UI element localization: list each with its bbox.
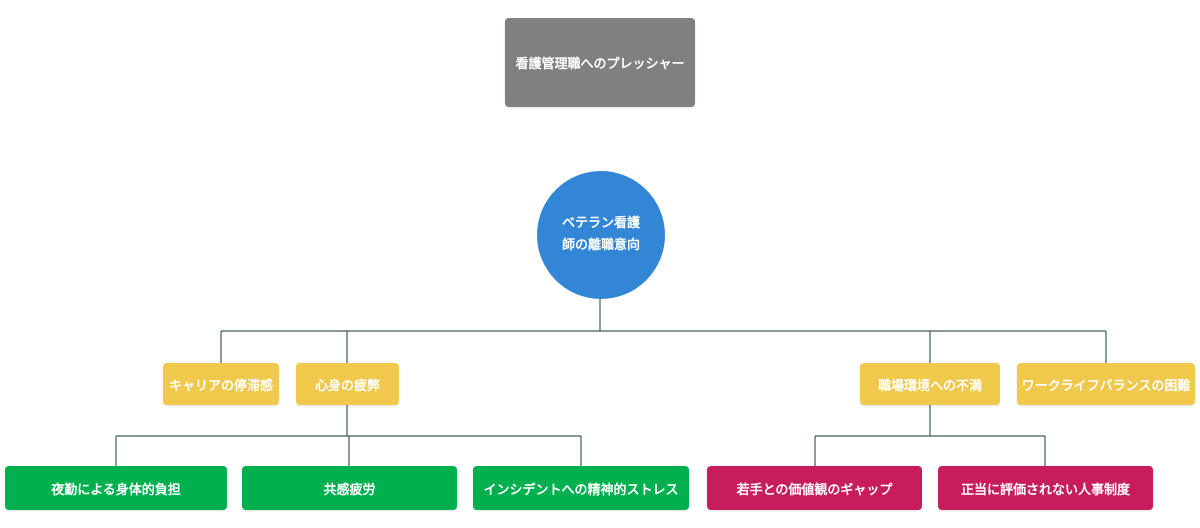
compassion-fatigue-node: 共感疲労	[242, 466, 457, 510]
top-pressure-label: 看護管理職へのプレッシャー	[515, 57, 685, 72]
work-life-balance-node: ワークライフバランスの困難	[1017, 363, 1195, 405]
value-gap-node: 若手との価値観のギャップ	[707, 466, 922, 510]
workplace-dissatisfaction-label: 職場環境への不満	[877, 378, 982, 394]
center-label-line1: ベテラン看護	[561, 216, 640, 231]
work-life-balance-label: ワークライフバランスの困難	[1021, 378, 1191, 394]
value-gap-label: 若手との価値観のギャップ	[736, 482, 893, 498]
night-shift-burden-label: 夜勤による身体的負担	[51, 482, 181, 498]
hr-system-label: 正当に評価されない人事制度	[960, 482, 1130, 498]
incident-stress-node: インシデントへの精神的ストレス	[473, 466, 689, 510]
compassion-fatigue-label: 共感疲労	[323, 482, 376, 498]
incident-stress-label: インシデントへの精神的ストレス	[483, 482, 679, 498]
fatigue-label: 心身の疲弊	[314, 378, 380, 394]
fatigue-node: 心身の疲弊	[296, 363, 399, 405]
center-node: ベテラン看護 師の離職意向	[537, 171, 665, 299]
center-label-line2: 師の離職意向	[561, 238, 640, 253]
career-stagnation-node: キャリアの停滞感	[163, 363, 279, 405]
top-pressure-node: 看護管理職へのプレッシャー	[505, 18, 695, 107]
hr-system-node: 正当に評価されない人事制度	[938, 466, 1153, 510]
night-shift-burden-node: 夜勤による身体的負担	[5, 466, 227, 510]
career-stagnation-label: キャリアの停滞感	[168, 378, 273, 394]
workplace-dissatisfaction-node: 職場環境への不満	[860, 363, 1000, 405]
